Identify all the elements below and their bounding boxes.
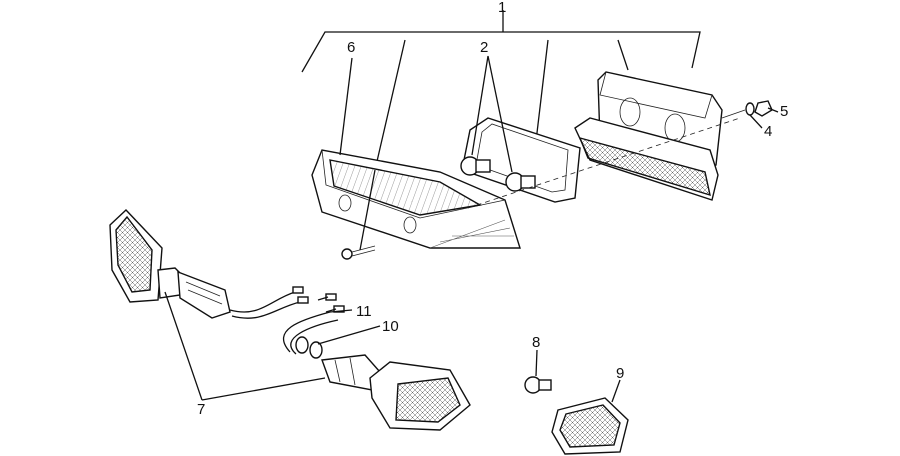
bulb-right (505, 172, 536, 192)
turn-indicator-right (321, 354, 471, 431)
leader-4 (749, 114, 763, 129)
leader-5 (767, 107, 779, 113)
leader-11 (329, 309, 353, 313)
callout-10: 10 (382, 318, 399, 335)
leader-7 (164, 291, 326, 401)
leader-2 (471, 55, 513, 173)
callout-8: 8 (532, 334, 540, 351)
mounting-nut (721, 100, 773, 119)
leader-8 (535, 349, 538, 377)
leader-9 (611, 379, 621, 403)
housing-screw (341, 169, 376, 260)
callout-9: 9 (616, 365, 624, 382)
leader-10 (317, 325, 381, 345)
callout-6: 6 (347, 39, 355, 56)
callout-7: 7 (197, 401, 205, 418)
callout-5: 5 (780, 103, 788, 120)
leader-6 (339, 57, 353, 156)
indicator-wiring (229, 286, 345, 355)
bulb-left (460, 156, 491, 176)
callout-4: 4 (764, 123, 772, 140)
rear-lamp-unit (574, 71, 723, 201)
callout-1: 1 (498, 0, 506, 16)
tail-light-housing (311, 149, 521, 249)
turn-indicator-left (109, 209, 231, 319)
wire-grommet (295, 336, 323, 359)
indicator-lens (551, 397, 629, 455)
indicator-bulb (524, 376, 552, 394)
callout-2: 2 (480, 39, 488, 56)
callout-11: 11 (356, 303, 372, 320)
assembly-axis (467, 117, 741, 209)
